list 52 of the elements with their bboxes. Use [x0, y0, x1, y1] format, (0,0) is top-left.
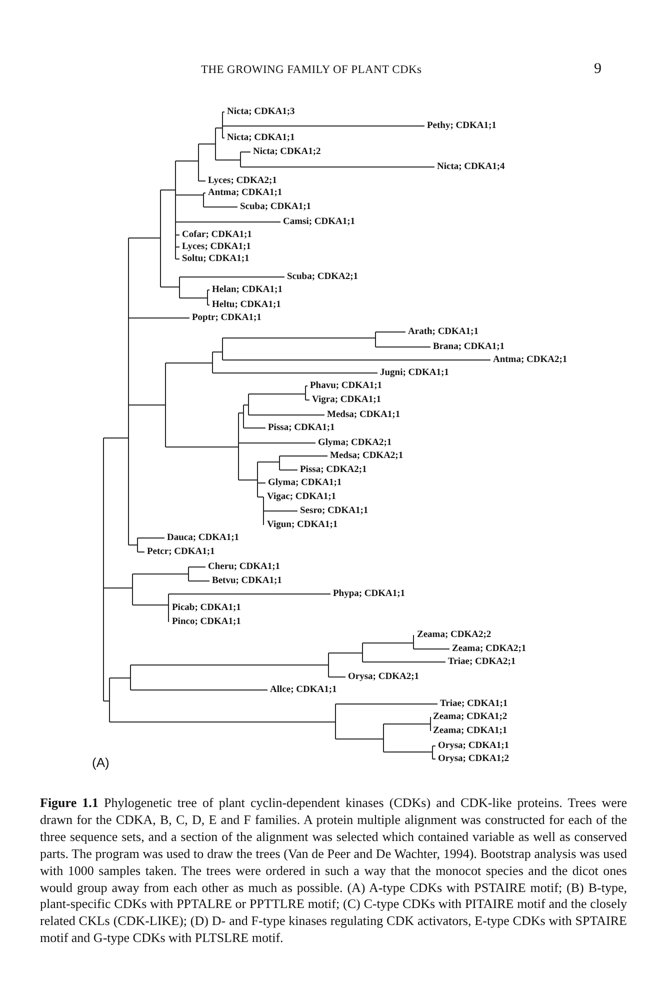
taxon-label: Petcr; CDKA1;1: [147, 546, 215, 558]
taxon-label: Orysa; CDKA1;2: [438, 752, 509, 764]
taxon-label: Pethy; CDKA1;1: [427, 120, 496, 132]
taxon-label: Antma; CDKA2;1: [493, 354, 568, 366]
taxon-label: Picab; CDKA1;1: [172, 602, 241, 614]
taxon-label: Phypa; CDKA1;1: [333, 588, 406, 600]
taxon-label: Nicta; CDKA1;2: [253, 146, 321, 158]
taxon-label: Soltu; CDKA1;1: [182, 252, 250, 264]
taxon-label: Zeama; CDKA1;1: [433, 724, 508, 736]
taxon-label: Triae; CDKA1;1: [440, 698, 508, 710]
taxon-label: Pissa; CDKA1;1: [268, 422, 335, 434]
taxon-label: Scuba; CDKA1;1: [240, 200, 311, 212]
taxon-label: Phavu; CDKA1;1: [310, 380, 382, 392]
taxon-label: Glyma; CDKA2;1: [318, 436, 392, 448]
taxon-label: Orysa; CDKA2;1: [348, 670, 419, 682]
taxon-label: Arath; CDKA1;1: [408, 326, 478, 338]
taxon-label: Pinco; CDKA1;1: [172, 616, 241, 628]
taxon-label: Zeama; CDKA2;1: [452, 642, 526, 654]
taxon-label: Dauca; CDKA1;1: [167, 532, 240, 544]
taxon-label: Betvu; CDKA1;1: [212, 574, 282, 586]
taxon-label: Orysa; CDKA1;1: [438, 740, 509, 752]
taxon-label: Poptr; CDKA1;1: [192, 312, 262, 324]
taxon-label: Glyma; CDKA1;1: [268, 476, 342, 488]
taxon-label: Cofar; CDKA1;1: [182, 228, 252, 240]
taxon-label: Allce; CDKA1;1: [270, 684, 337, 696]
taxon-label: Camsi; CDKA1;1: [283, 216, 356, 228]
taxon-label: Vigra; CDKA1;1: [312, 394, 382, 406]
taxon-label: Zeama; CDKA1;2: [433, 710, 508, 722]
taxon-label: Lyces; CDKA1;1: [182, 240, 251, 252]
taxon-label: Jugni; CDKA1;1: [380, 366, 449, 378]
taxon-label: Vigun; CDKA1;1: [267, 518, 338, 530]
taxon-label: Nicta; CDKA1;4: [437, 160, 505, 172]
taxon-label: Heltu; CDKA1;1: [212, 298, 281, 310]
taxon-label: Nicta; CDKA1;1: [227, 132, 295, 144]
taxon-label: Triae; CDKA2;1: [448, 656, 516, 668]
taxon-label: Medsa; CDKA1;1: [327, 408, 400, 420]
running-header: THE GROWING FAMILY OF PLANT CDKs: [201, 63, 422, 77]
taxon-label: Zeama; CDKA2;2: [417, 628, 492, 640]
taxon-label: Vigac; CDKA1;1: [267, 490, 336, 502]
taxon-label: Lyces; CDKA2;1: [208, 174, 277, 186]
page-number: 9: [594, 60, 602, 78]
taxon-label: Brana; CDKA1;1: [433, 340, 505, 352]
taxon-label: Helan; CDKA1;1: [212, 284, 282, 296]
figure-caption: Figure 1.1 Phylogenetic tree of plant cyclin-dependent kinases (CDKs) and CDK-like proteins. Trees were drawn for the CDKA, B, C, D, E and F families. A protein multiple alignment was constructed for each of the three sequence sets, and a section of the alignment was selected which contained variable as well as conserved parts. The program was used to draw the trees (Van de Peer and De Wachter, 1994). Bootstrap analysis was used with 1000 samples taken. The trees were ordered in such a way that the monocot species and the dicot ones would group away from each other as much as possible. (A) A-type CDKs with PSTAIRE motif; (B) B-type, plant-specific CDKs with PPTALRE or PPTTLRE motif; (C) C-type CDKs with PITAIRE motif and the closely related CKLs (CDK-LIKE); (D) D- and F-type kinases regulating CDK activators, E-type CDKs with SPTAIRE motif and G-type CDKs with PLTSLRE motif.: [40, 795, 627, 948]
taxon-label: Medsa; CDKA2;1: [330, 450, 404, 462]
taxon-label: Cheru; CDKA1;1: [208, 560, 280, 572]
taxon-label: Sesro; CDKA1;1: [300, 504, 368, 516]
panel-label: (A): [92, 755, 110, 771]
taxon-label: Scuba; CDKA2;1: [287, 270, 358, 282]
taxon-label: Nicta; CDKA1;3: [227, 106, 295, 118]
taxon-label: Antma; CDKA1;1: [208, 186, 282, 198]
taxon-label: Pissa; CDKA2;1: [300, 464, 367, 476]
